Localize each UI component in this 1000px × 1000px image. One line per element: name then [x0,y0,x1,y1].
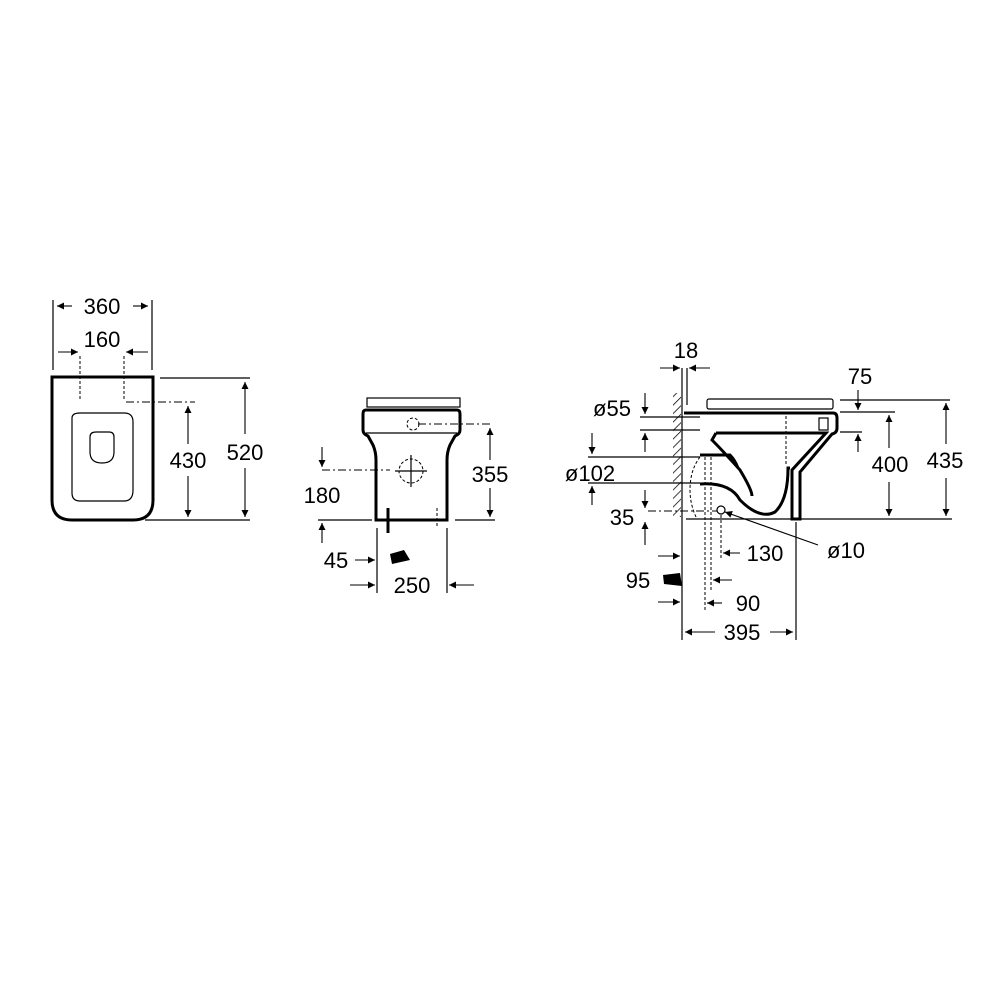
pan-outline [361,408,462,522]
dim-width-fixings: 160 [84,327,121,352]
seat [366,397,461,408]
dim-depth-total-side: 395 [724,620,761,645]
seat-side [706,398,834,410]
dim-fixing-diameter: ø10 [827,538,865,563]
bowl-drain [89,431,115,464]
dim-outlet-wall-distance: 95 [626,568,650,593]
outlet-symbol-side [663,573,682,586]
front-view: 355 180 45 250 [304,397,509,598]
wall-hatch [673,393,681,517]
dim-seat-thickness: 75 [848,364,872,389]
dim-depth-total: 520 [227,440,264,465]
dim-offset-outlet: 45 [324,548,348,573]
dim-outlet-center-distance: 90 [736,591,760,616]
bowl-outline [50,375,155,522]
seat-opening [71,412,134,502]
dim-inlet-diameter: ø55 [593,396,631,421]
dim-width-total: 360 [84,294,121,319]
dim-total-height: 435 [927,448,964,473]
dim-width-base: 250 [394,573,431,598]
top-view: 360 160 430 520 [50,294,264,522]
dim-height-outlet: 180 [304,483,341,508]
dim-outlet-diameter: ø102 [565,461,615,486]
dim-fixing-height: 35 [610,505,634,530]
trap-outline [699,432,790,516]
dim-rim-height: 400 [872,452,909,477]
fixing-hole [716,505,726,515]
outlet-symbol [390,550,410,564]
dim-wall-gap: 18 [674,338,698,363]
dim-height-inlet: 355 [472,462,509,487]
pan-side-outline [684,411,839,521]
side-view: 18 75 400 435 ø55 ø102 35 130 ø10 [565,338,963,645]
dim-fixing-distance: 130 [747,541,784,566]
dim-depth-fixings: 430 [170,448,207,473]
